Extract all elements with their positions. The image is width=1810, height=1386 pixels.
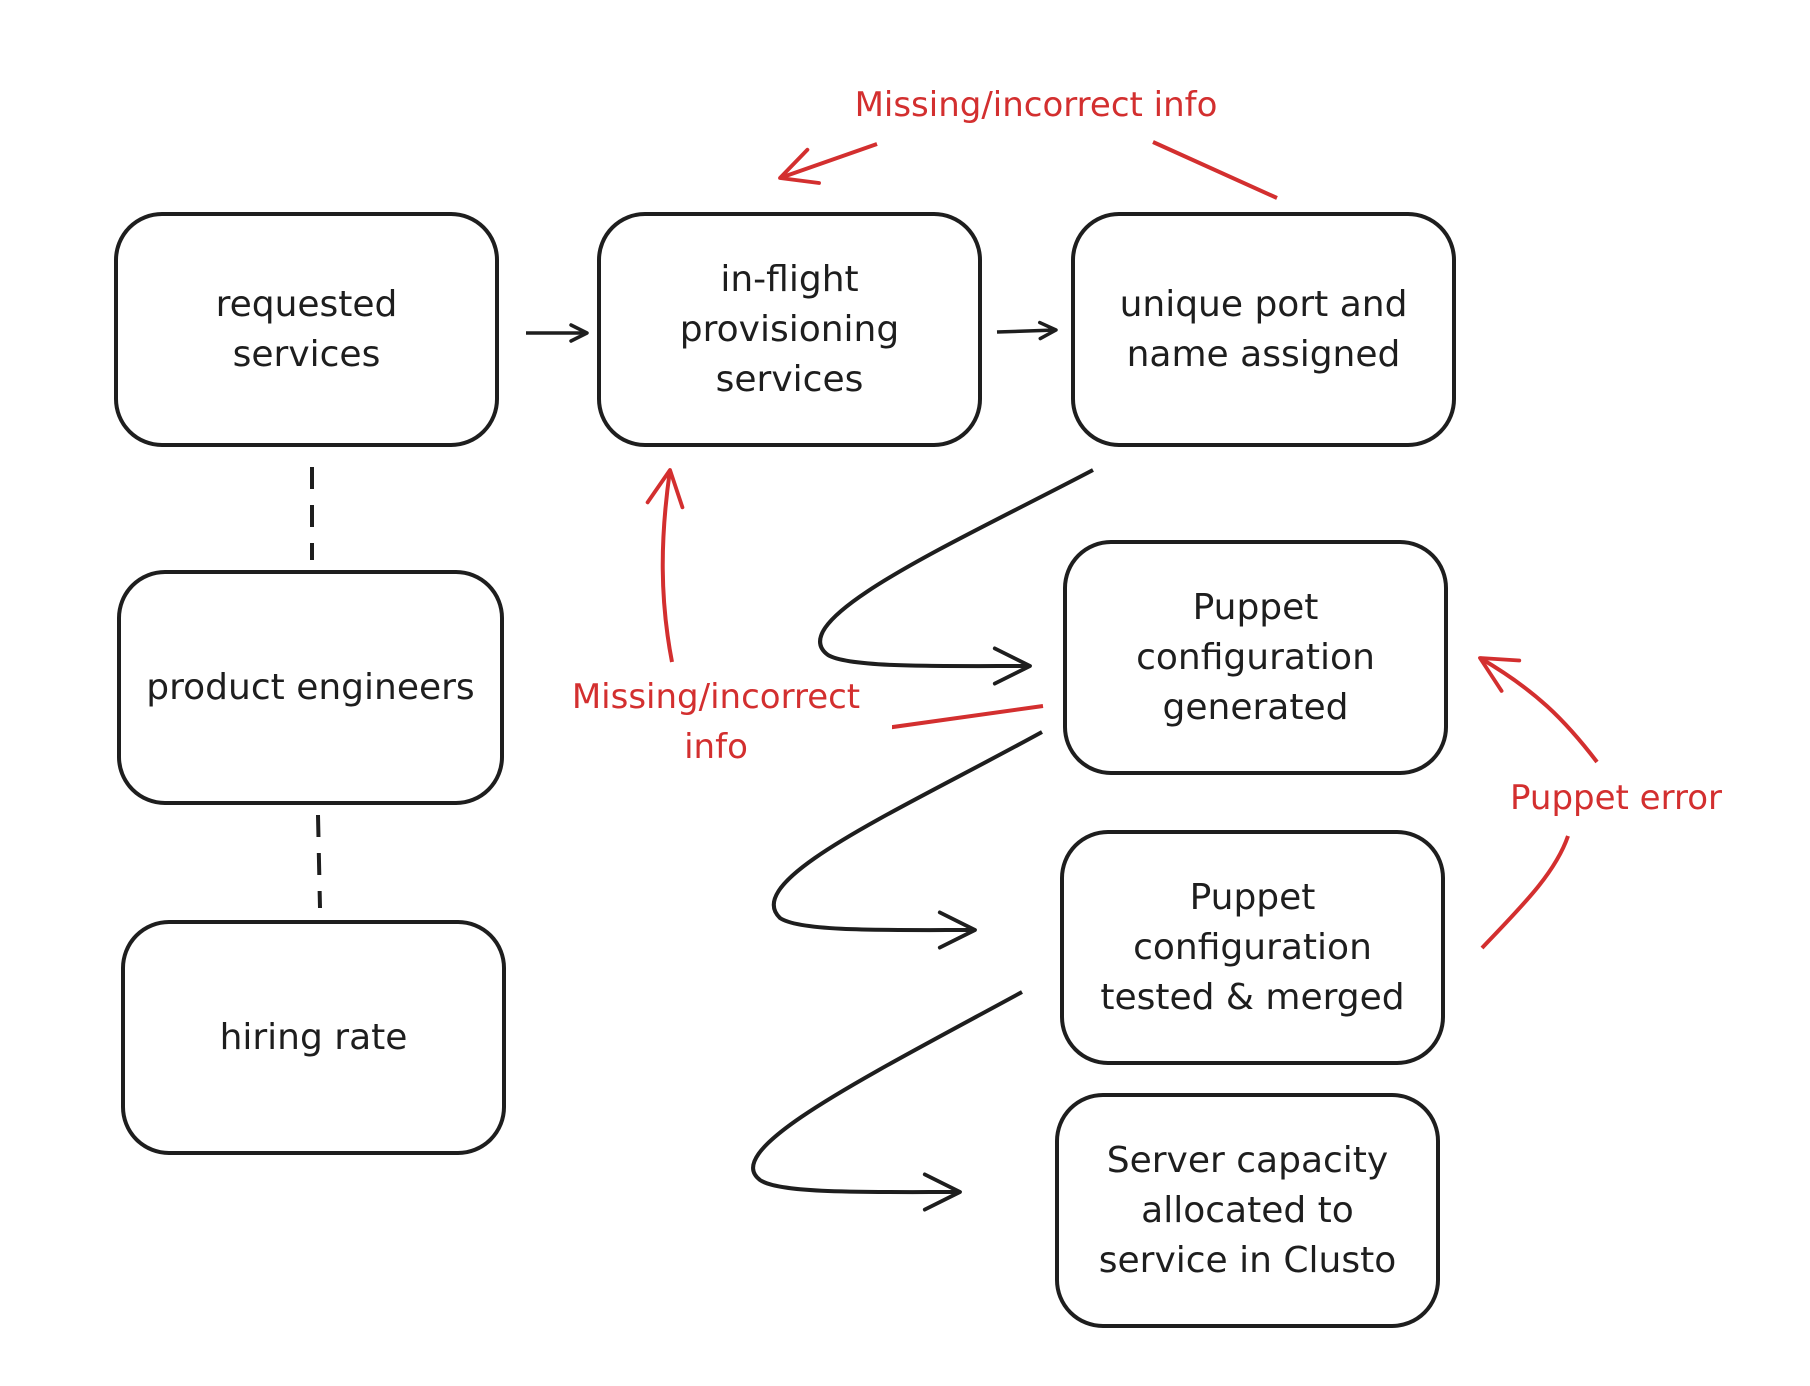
feedback-arrow-puppet-generated-to-inflight[interactable]	[663, 470, 1044, 730]
dashed-link-engineers-hiring	[316, 814, 322, 909]
node-product-engineers[interactable]: product engineers	[117, 570, 504, 805]
node-server-capacity-allocated[interactable]: Server capacity allocated to service in …	[1055, 1093, 1440, 1328]
label-missing-incorrect-info-top: Missing/incorrect info	[815, 80, 1257, 130]
label-missing-incorrect-info-middle: Missing/incorrect info	[540, 672, 892, 772]
node-puppet-configuration-generated[interactable]: Puppet configuration generated	[1063, 540, 1448, 775]
node-hiring-rate[interactable]: hiring rate	[121, 920, 506, 1155]
label-puppet-error: Puppet error	[1480, 773, 1752, 823]
arrow-tested-to-server[interactable]	[751, 990, 1023, 1212]
arrow-inflight-to-unique[interactable]	[996, 320, 1058, 341]
feedback-arrow-puppet-error[interactable]	[1480, 658, 1599, 950]
node-in-flight-provisioning-services[interactable]: in-flight provisioning services	[597, 212, 982, 447]
node-requested-services[interactable]: requested services	[114, 212, 499, 447]
arrow-unique-to-puppet-generated[interactable]	[818, 468, 1094, 686]
feedback-arrow-unique-to-inflight[interactable]	[780, 142, 1278, 198]
node-puppet-configuration-tested-merged[interactable]: Puppet configuration tested & merged	[1060, 830, 1445, 1065]
arrow-puppet-generated-to-tested[interactable]	[771, 730, 1043, 950]
node-unique-port-and-name-assigned[interactable]: unique port and name assigned	[1071, 212, 1456, 447]
